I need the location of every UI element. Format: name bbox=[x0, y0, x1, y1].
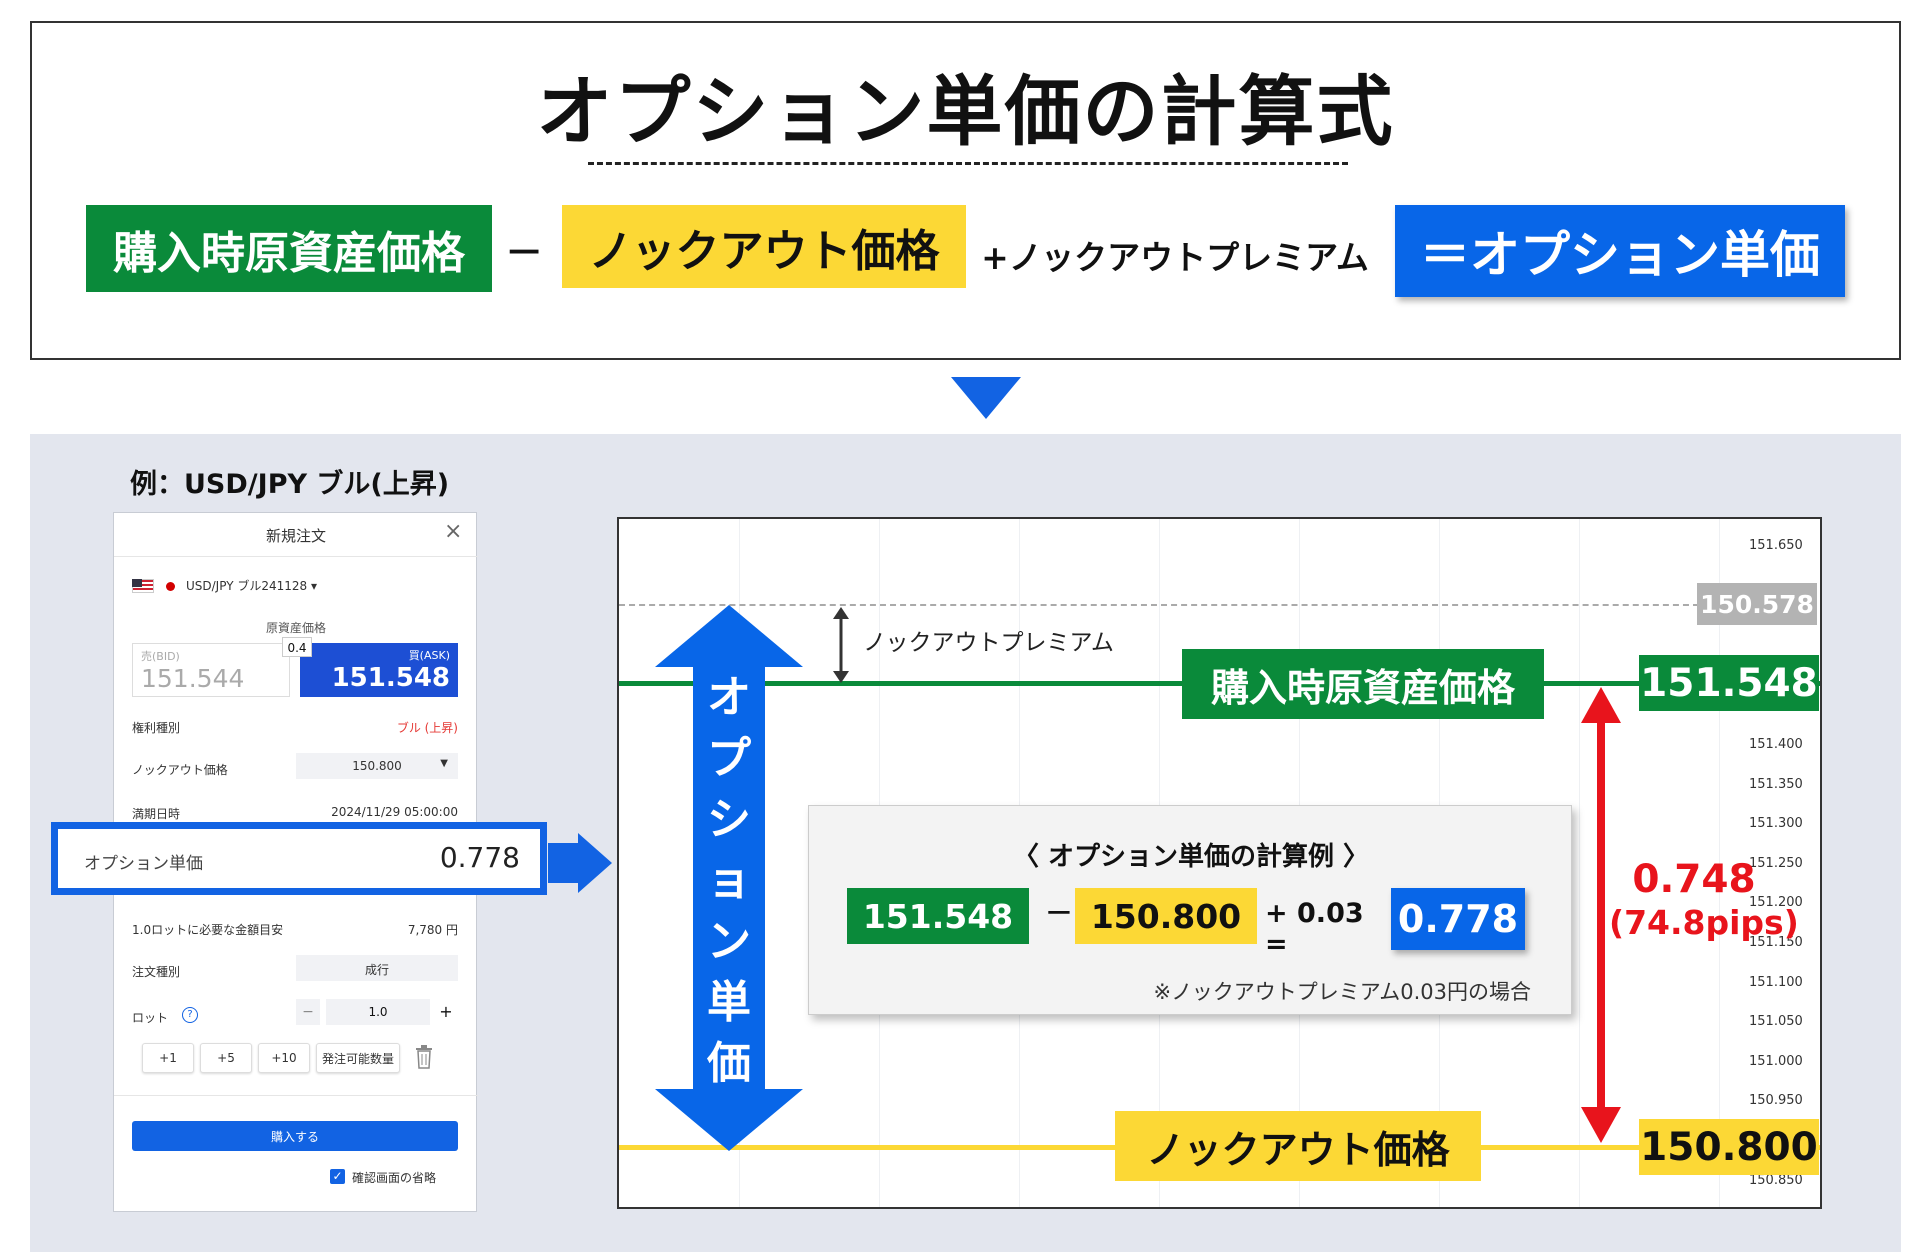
tick-label: 151.300 bbox=[1749, 816, 1803, 831]
bid-label: 売(BID) bbox=[141, 650, 180, 663]
order-type-select[interactable]: 成行 bbox=[296, 955, 458, 981]
grid-line bbox=[1579, 519, 1580, 1207]
tick-label: 151.000 bbox=[1749, 1054, 1803, 1069]
jp-flag-icon bbox=[166, 582, 175, 591]
vertical-char: 価 bbox=[707, 1038, 751, 1089]
required-label: 1.0ロットに必要な金額目安 bbox=[132, 923, 284, 937]
knockout-select[interactable]: 150.800 ▼ bbox=[296, 753, 458, 779]
premium-label: ノックアウトプレミアム bbox=[863, 630, 1114, 656]
formula-option-price: ＝オプション単価 bbox=[1395, 205, 1845, 297]
lot-input[interactable]: 1.0 bbox=[326, 999, 430, 1025]
right-arrow-head-icon bbox=[578, 833, 612, 893]
formula-minus-sign: − bbox=[504, 223, 544, 277]
vertical-char: ョ bbox=[707, 855, 751, 906]
lot-plus-button[interactable]: + bbox=[439, 1002, 453, 1021]
vertical-char: 単 bbox=[707, 977, 751, 1028]
trash-icon[interactable] bbox=[414, 1045, 434, 1069]
tick-label: 150.850 bbox=[1749, 1173, 1803, 1188]
calc-result-box: 0.778 bbox=[1391, 888, 1525, 950]
right-type-value: ブル (上昇) bbox=[396, 721, 458, 735]
calc-example-title: 〈 オプション単価の計算例 〉 bbox=[1012, 842, 1370, 872]
knockout-label: ノックアウト価格 bbox=[132, 763, 228, 777]
ask-label: 買(ASK) bbox=[408, 649, 450, 662]
bid-value: 151.544 bbox=[141, 664, 245, 693]
calc-note: ※ノックアウトプレミアム0.03円の場合 bbox=[1153, 980, 1531, 1004]
quick-plus10-button[interactable]: +10 bbox=[258, 1043, 310, 1073]
tick-label: 151.350 bbox=[1749, 777, 1803, 792]
premium-line bbox=[619, 604, 1699, 606]
knockout-price-badge: 150.800 bbox=[1639, 1119, 1819, 1175]
option-price-double-arrow-icon bbox=[655, 605, 803, 1151]
option-price-row: オプション単価 0.778 bbox=[51, 822, 547, 895]
panel-title: 新規注文 bbox=[265, 527, 326, 545]
ask-button[interactable]: 買(ASK) 151.548 bbox=[300, 643, 458, 697]
formula-box bbox=[30, 21, 1901, 360]
tick-label: 151.650 bbox=[1749, 538, 1803, 553]
lot-minus-button[interactable]: − bbox=[296, 999, 320, 1025]
premium-level-badge: 150.578 bbox=[1697, 583, 1817, 625]
calc-example-box: 〈 オプション単価の計算例 〉 151.548 − 150.800 + 0.03… bbox=[808, 805, 1572, 1015]
formula-knockout-price: ノックアウト価格 bbox=[562, 205, 966, 288]
difference-pips: (74.8pips) bbox=[1609, 903, 1799, 942]
vertical-char: オ bbox=[707, 672, 751, 723]
chevron-down-icon: ▼ bbox=[440, 758, 448, 769]
page-title: オプション単価の計算式 bbox=[536, 67, 1395, 156]
tick-label: 151.250 bbox=[1749, 856, 1803, 871]
bid-button[interactable]: 売(BID) 151.544 bbox=[132, 643, 290, 697]
tick-label: 151.150 bbox=[1749, 935, 1803, 950]
skip-confirm-checkbox[interactable]: ✓ bbox=[330, 1169, 345, 1184]
quick-plus5-button[interactable]: +5 bbox=[200, 1043, 252, 1073]
option-price-vertical-label: オ プ シ ョ ン 単 価 bbox=[687, 667, 771, 1094]
max-quantity-button[interactable]: 発注可能数量 bbox=[316, 1043, 400, 1073]
close-icon[interactable]: × bbox=[444, 519, 463, 544]
purchase-price-label: 購入時原資産価格 bbox=[1182, 649, 1544, 719]
quick-plus1-button[interactable]: +1 bbox=[142, 1043, 194, 1073]
required-value: 7,780 円 bbox=[407, 923, 458, 937]
knockout-select-value: 150.800 bbox=[352, 759, 402, 773]
vertical-char: シ bbox=[707, 794, 751, 845]
order-type-value: 成行 bbox=[364, 963, 389, 977]
tick-label: 151.200 bbox=[1749, 895, 1803, 910]
knockout-price-label: ノックアウト価格 bbox=[1115, 1111, 1481, 1181]
calc-minus: − bbox=[1044, 892, 1074, 932]
difference-value: 0.748 bbox=[1632, 857, 1756, 902]
right-type-label: 権利種別 bbox=[132, 721, 181, 735]
vertical-char: ン bbox=[707, 916, 751, 967]
tick-label: 151.400 bbox=[1749, 737, 1803, 752]
option-price-value: 0.778 bbox=[439, 841, 520, 874]
ask-value: 151.548 bbox=[331, 663, 450, 693]
panel-divider-2 bbox=[114, 1095, 478, 1096]
spread-badge: 0.4 bbox=[282, 637, 312, 657]
calc-knockout-box: 150.800 bbox=[1075, 888, 1257, 944]
skip-confirm-label: 確認画面の省略 bbox=[352, 1171, 437, 1185]
us-flag-canton bbox=[132, 579, 142, 587]
title-divider bbox=[588, 162, 1348, 165]
option-price-label: オプション単価 bbox=[84, 854, 203, 874]
calc-plus-premium: + 0.03 = bbox=[1265, 898, 1364, 960]
right-arrow-icon bbox=[548, 843, 578, 883]
purchase-price-badge: 151.548 bbox=[1639, 655, 1819, 711]
expiry-value: 2024/11/29 05:00:00 bbox=[331, 805, 458, 819]
buy-button[interactable]: 購入する bbox=[132, 1121, 458, 1151]
calc-purchase-box: 151.548 bbox=[847, 888, 1029, 944]
down-arrow-icon bbox=[951, 377, 1021, 419]
difference-double-arrow-icon bbox=[1581, 687, 1621, 1143]
tick-label: 151.100 bbox=[1749, 975, 1803, 990]
example-label: 例：USD/JPY ブル(上昇) bbox=[130, 469, 450, 500]
tick-label: 151.050 bbox=[1749, 1014, 1803, 1029]
lot-label: ロット bbox=[132, 1011, 169, 1025]
help-icon[interactable]: ? bbox=[182, 1007, 198, 1023]
formula-purchase-price: 購入時原資産価格 bbox=[86, 205, 492, 292]
underlying-label: 原資産価格 bbox=[265, 621, 326, 635]
vertical-char: プ bbox=[707, 733, 751, 784]
symbol-select[interactable]: USD/JPY ブル241128 ▾ bbox=[186, 579, 317, 593]
grid-line bbox=[1719, 519, 1720, 1207]
expiry-label: 満期日時 bbox=[132, 807, 181, 821]
order-type-label: 注文種別 bbox=[132, 965, 181, 979]
premium-double-arrow-icon bbox=[833, 607, 849, 683]
panel-divider bbox=[114, 556, 478, 557]
formula-plus-premium: +ノックアウトプレミアム bbox=[981, 238, 1369, 277]
tick-label: 150.950 bbox=[1749, 1093, 1803, 1108]
